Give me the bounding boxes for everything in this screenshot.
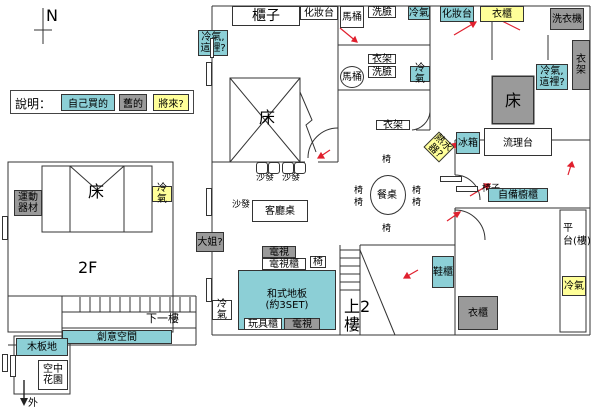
toy-cabinet: 玩具櫃 — [244, 318, 282, 330]
makeup-table-2: 化妝台 — [440, 6, 474, 22]
dining-chair: 椅 — [382, 155, 392, 165]
window — [456, 186, 478, 192]
big-sister: 大姐? — [196, 232, 224, 252]
tv-bottom: 電視 — [284, 318, 320, 330]
legend-old: 舊的 — [119, 94, 147, 111]
cupboard: 自備櫥櫃 — [488, 188, 548, 202]
ac-mid: 冷氣 — [410, 63, 430, 85]
chair — [256, 162, 268, 174]
window — [440, 176, 462, 182]
counter-top-edge — [484, 128, 552, 132]
fridge: 冰箱 — [456, 132, 480, 154]
wood-floor: 木板地 — [16, 338, 68, 356]
window — [206, 188, 212, 216]
chair — [294, 162, 306, 174]
ac-top: 冷氣 — [408, 6, 430, 20]
tv-top: 電視 — [262, 246, 296, 258]
window — [2, 216, 8, 240]
outside-label: 外 — [28, 398, 38, 409]
dining-chair: 椅 — [382, 224, 392, 234]
clothes-rack-2: 衣架 — [376, 120, 410, 131]
sofa-3: 沙發 — [232, 200, 251, 210]
dining-table-shape — [370, 175, 406, 215]
legend-self-bought: 自己買的 — [61, 94, 115, 111]
window — [210, 38, 214, 58]
main-bed: 床 — [259, 108, 276, 127]
chair — [282, 162, 294, 174]
sky-garden: 空中 花園 — [38, 360, 68, 390]
floor2-ac: 冷氣 — [152, 183, 172, 205]
clothes-rack-1: 衣架 — [368, 54, 396, 65]
dining-chair: 椅 — [412, 198, 422, 208]
platform: 平 台(樓) — [563, 223, 591, 247]
ac-platform: 冷氣 — [562, 276, 586, 296]
wardrobe-bottom: 衣櫃 — [458, 296, 498, 330]
shoe-cabinet: 鞋櫃 — [432, 256, 454, 288]
window — [206, 62, 212, 86]
kitchen-counter: 流理台 — [484, 130, 552, 156]
toilet-1: 馬桶 — [340, 6, 364, 28]
dining-table: 餐桌 — [377, 190, 397, 201]
living-table: 客廳桌 — [252, 200, 308, 222]
toilet-2: 馬桶 — [340, 66, 364, 88]
washer: 洗衣機 — [550, 8, 584, 30]
chair — [268, 162, 280, 174]
floor2-label: 2F — [78, 258, 98, 277]
legend-future: 將來? — [153, 94, 189, 111]
clothes-rack-3: 衣架 — [572, 40, 590, 90]
legend-title: 說明： — [15, 97, 52, 111]
basin-2: 洗臉 — [368, 66, 396, 78]
dining-chair: 椅 — [354, 198, 364, 208]
sofa-1: 沙發 — [256, 173, 275, 183]
ac-right: 冷氣, 這裡? — [536, 64, 568, 90]
window — [2, 354, 8, 372]
legend: 說明： 自己買的 舊的 將來? — [10, 90, 194, 114]
ac-left: 冷氣 — [212, 299, 232, 321]
stair-up: 上2 樓 — [344, 297, 371, 334]
wardrobe-top: 衣櫃 — [480, 6, 524, 22]
tv-cabinet: 電視櫃 — [262, 258, 306, 270]
cabinet-small: 椅 — [310, 256, 326, 268]
dining-chair: 椅 — [412, 186, 422, 196]
compass-north: N — [46, 6, 58, 25]
dining-chair: 椅 — [354, 186, 364, 196]
sofa-2: 沙發 — [282, 173, 301, 183]
right-bed: 床 — [492, 76, 534, 124]
floor2-bed: 床 — [88, 182, 105, 201]
makeup-table: 化妝台 — [300, 6, 338, 20]
cabinet-top: 櫃子 — [232, 6, 300, 26]
window — [10, 355, 16, 377]
basin-1: 洗臉 — [368, 6, 396, 18]
window — [206, 278, 212, 302]
creative-space: 創意空間 — [62, 330, 172, 344]
exercise-equipment: 運動 器材 — [14, 190, 42, 216]
down-stairs-label: 下一樓 — [146, 312, 179, 325]
